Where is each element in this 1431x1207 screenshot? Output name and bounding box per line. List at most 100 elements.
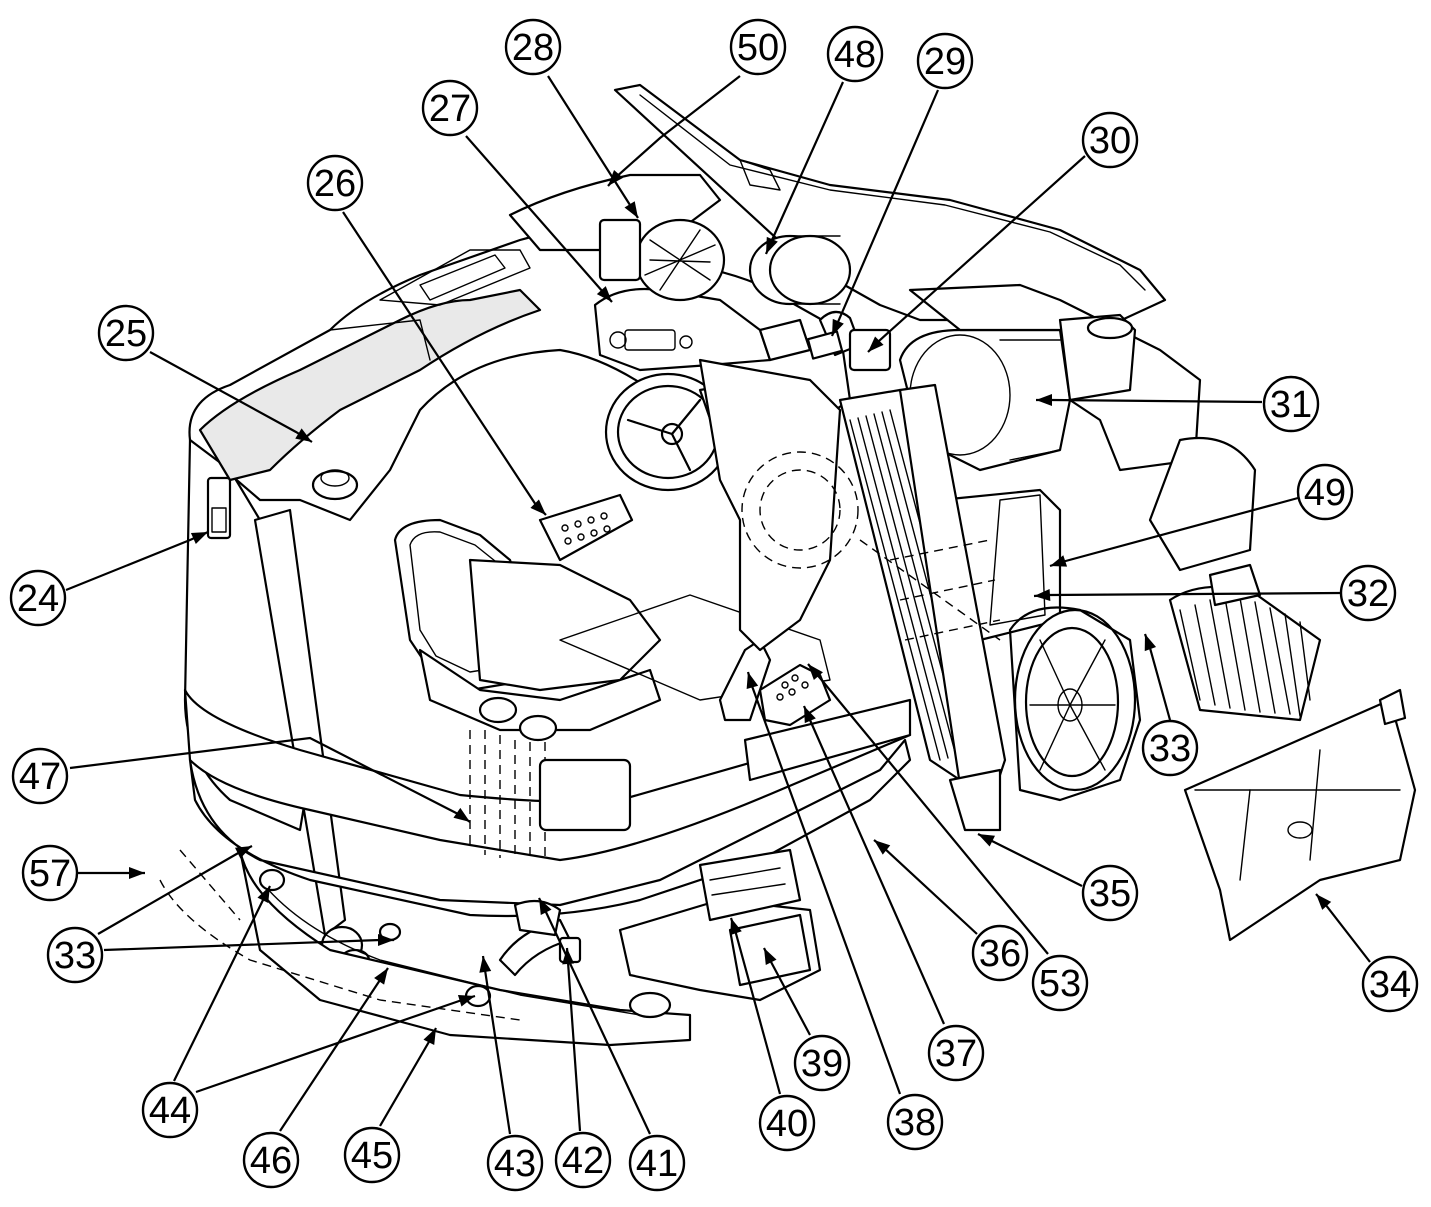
callout-50: 50 (729, 18, 787, 76)
callout-25: 25 (97, 304, 155, 362)
callout-leader (802, 705, 946, 1025)
callout-leader-secondary (173, 885, 271, 1082)
callout-number: 50 (737, 27, 779, 69)
callout-number: 49 (1304, 472, 1346, 514)
callout-arrowhead (295, 428, 312, 442)
callout-leader (379, 1027, 437, 1127)
callout-44: 44 (141, 1081, 199, 1139)
callout-circle (554, 1131, 612, 1189)
callout-circle (9, 569, 67, 627)
callout-arrowhead (764, 948, 777, 965)
callout-arrowhead (457, 994, 475, 1007)
callout-arrowhead (624, 201, 638, 218)
callout-arrowhead (874, 840, 891, 855)
callout-circle (826, 25, 884, 83)
callout-circle (504, 18, 562, 76)
callout-circle (1081, 111, 1139, 169)
callout-number: 26 (314, 163, 356, 205)
callout-number: 48 (834, 34, 876, 76)
callout-arrowhead (539, 898, 552, 915)
callout-circle (758, 1094, 816, 1152)
callout-arrowhead (978, 834, 995, 847)
callout-number: 31 (1270, 384, 1312, 426)
callout-number: 46 (250, 1140, 292, 1182)
callout-35: 35 (1081, 864, 1139, 922)
callout-29: 29 (916, 32, 974, 90)
callout-circle (1262, 375, 1320, 433)
callout-circle (793, 1034, 851, 1092)
machine-body (159, 83, 1417, 1047)
callout-circle (97, 304, 155, 362)
callout-arrowhead (730, 918, 742, 936)
callout-28: 28 (504, 18, 562, 76)
callout-circle (1339, 564, 1397, 622)
callout-arrowhead (832, 318, 844, 336)
callout-arrowhead (746, 672, 759, 690)
callout-number: 32 (1347, 573, 1389, 615)
callout-30: 30 (1081, 111, 1139, 169)
callout-number: 45 (351, 1135, 393, 1177)
callout-arrowhead (562, 948, 575, 965)
callout-number: 53 (1039, 963, 1081, 1005)
callout-circle (46, 926, 104, 984)
callout-circle (729, 18, 787, 76)
callout-circle (1081, 864, 1139, 922)
callout-number: 36 (979, 933, 1021, 975)
callout-number: 34 (1369, 964, 1411, 1006)
callout-arrowhead (766, 236, 778, 254)
callout-57: 57 (21, 844, 79, 902)
callout-number: 29 (924, 41, 966, 83)
callout-number: 28 (512, 27, 554, 69)
callout-41: 41 (628, 1134, 686, 1192)
callout-number: 38 (894, 1102, 936, 1144)
callout-42: 42 (554, 1131, 612, 1189)
callout-leader-secondary (97, 845, 253, 935)
callout-arrowhead-secondary (257, 886, 270, 903)
callout-circle (421, 79, 479, 137)
callout-arrowhead (808, 664, 823, 681)
callout-number: 35 (1089, 873, 1131, 915)
callout-39: 39 (793, 1034, 851, 1092)
callout-arrowhead (1034, 589, 1051, 601)
callout-circle (242, 1131, 300, 1189)
callout-arrowhead (868, 336, 884, 352)
callout-32: 32 (1339, 564, 1397, 622)
callout-arrowhead (479, 956, 492, 973)
callout-34: 34 (1361, 955, 1419, 1013)
callout-24: 24 (9, 569, 67, 627)
callout-46: 46 (242, 1131, 300, 1189)
callout-arrowhead (1036, 394, 1052, 406)
callout-circle (1296, 463, 1354, 521)
callout-arrowhead (453, 807, 470, 822)
callout-circle (141, 1081, 199, 1139)
callout-47: 47 (11, 747, 69, 805)
callout-number: 39 (801, 1043, 843, 1085)
callout-number: 41 (636, 1143, 678, 1185)
callout-number: 40 (766, 1103, 808, 1145)
callout-circle (1141, 719, 1199, 777)
callout-leader (481, 955, 512, 1135)
callout-38: 38 (886, 1093, 944, 1151)
callout-37: 37 (927, 1024, 985, 1082)
callout-arrowhead (423, 1028, 436, 1045)
callout-circle (1031, 954, 1089, 1012)
callout-circle (11, 747, 69, 805)
callout-33: 33 (1141, 719, 1199, 777)
callout-circle (486, 1134, 544, 1192)
callout-33: 33 (46, 926, 104, 984)
callout-number: 30 (1089, 120, 1131, 162)
callout-arrowhead (804, 706, 816, 724)
callout-43: 43 (486, 1134, 544, 1192)
callout-number: 24 (17, 578, 59, 620)
callout-leader (873, 839, 978, 935)
callout-circle (927, 1024, 985, 1082)
callout-number: 57 (29, 853, 71, 895)
callout-circle (628, 1134, 686, 1192)
callout-number: 33 (1149, 728, 1191, 770)
callout-arrowhead (378, 934, 394, 946)
callout-circle (886, 1093, 944, 1151)
callout-arrowhead-secondary (235, 846, 252, 859)
